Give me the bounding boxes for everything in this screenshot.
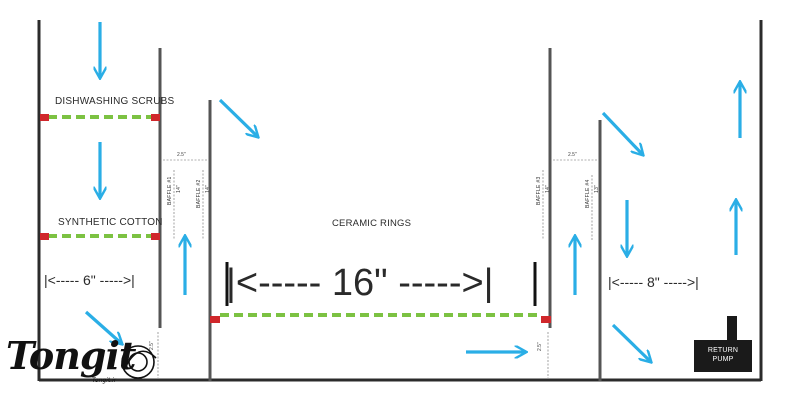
gap-label: 2.5" <box>177 152 186 158</box>
return-pump-outlet <box>727 316 737 342</box>
clip-marker <box>40 233 49 240</box>
baffles <box>158 48 602 381</box>
gap-label: 2.5" <box>149 341 155 350</box>
baffle-4-height: 13" <box>594 184 600 193</box>
baffle-3-label: BAFFLE #3 <box>536 176 542 205</box>
clip-marker <box>210 316 220 323</box>
return-pump-label-line2: PUMP <box>712 356 734 363</box>
clip-marker <box>40 114 49 121</box>
arrow-down-right-icon <box>611 323 651 362</box>
baffle-1-height: 14" <box>176 184 182 193</box>
baffle-2-height: 14" <box>205 184 211 193</box>
dishwashing-scrubs-label: DISHWASHING SCRUBS <box>55 96 175 107</box>
flow-arrows <box>84 22 740 362</box>
baffle-1-label: BAFFLE #1 <box>167 176 173 205</box>
chamber2-width-label: |<----- 16" ----->| <box>226 262 494 304</box>
baffle-4-label: BAFFLE #4 <box>585 179 591 208</box>
baffle-2-label: BAFFLE #2 <box>196 179 202 208</box>
clip-marker <box>151 233 160 240</box>
return-pump-label-line1: RETURN <box>707 347 739 354</box>
clip-marker <box>151 114 160 121</box>
arrow-down-right-icon <box>218 98 258 137</box>
logo-wordmark: Tongit <box>6 333 136 378</box>
ceramic-rings-label: CERAMIC RINGS <box>332 218 412 229</box>
gap-ticks <box>157 159 597 378</box>
media-lines <box>40 114 551 323</box>
return-pump-label: RETURN PUMP <box>694 346 752 364</box>
synthetic-cotton-label: SYNTHETIC COTTON <box>58 217 163 228</box>
arrow-down-right-icon <box>601 111 643 155</box>
baffle-3-height: 14" <box>545 184 551 193</box>
logo-mark <box>121 345 157 379</box>
chamber1-width-label: |<----- 6" ----->| <box>44 272 135 288</box>
return-pump <box>694 340 752 372</box>
gap-label: 2.5" <box>568 152 577 158</box>
gap-label: 2.5" <box>537 342 543 351</box>
arrow-down-right-icon <box>84 310 122 344</box>
tank-outline <box>37 20 763 382</box>
dimension-bars <box>225 262 537 306</box>
clip-marker <box>541 316 551 323</box>
logo-subtext: Tongit.ir <box>92 377 117 384</box>
chamber3-width-label: |<----- 8" ----->| <box>608 274 699 290</box>
